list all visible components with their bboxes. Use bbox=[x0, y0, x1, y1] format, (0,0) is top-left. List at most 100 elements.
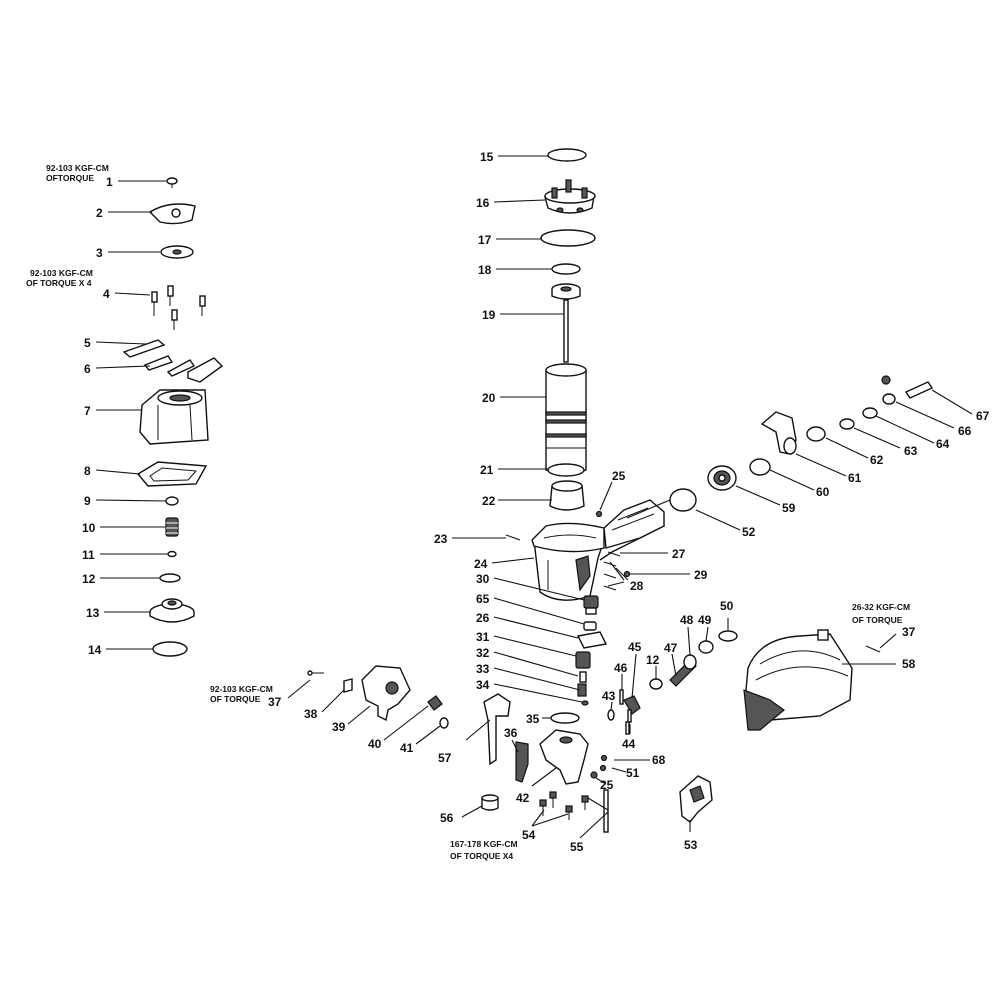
label-part-55: 55 bbox=[570, 840, 584, 854]
part-39-bracket bbox=[361, 665, 411, 722]
label-part-44: 44 bbox=[622, 737, 636, 751]
label-part-67: 67 bbox=[976, 409, 990, 423]
torque-note-2: 92-103 KGF-CM OF TORQUE X 4 bbox=[26, 268, 93, 288]
label-part-50: 50 bbox=[720, 599, 734, 613]
part-62-oring bbox=[806, 426, 826, 442]
torque-note-2-line1: 92-103 KGF-CM bbox=[30, 268, 93, 278]
label-part-47: 47 bbox=[664, 641, 678, 655]
label-part-36: 36 bbox=[504, 726, 518, 740]
part-14-oring-large bbox=[152, 641, 188, 657]
part-6-clips bbox=[143, 355, 224, 383]
label-part-29: 29 bbox=[694, 568, 708, 582]
torque-note-1: 92-103 KGF-CM OFTORQUE bbox=[46, 163, 109, 183]
label-part-65: 65 bbox=[476, 592, 490, 606]
part-35-oring bbox=[550, 712, 580, 724]
part-55-pin bbox=[603, 789, 609, 833]
label-part-59: 59 bbox=[782, 501, 796, 515]
part-15-oring bbox=[547, 148, 587, 162]
label-part-61: 61 bbox=[848, 471, 862, 485]
torque-note-3-line2: OF TORQUE bbox=[210, 694, 261, 704]
part-37-left-pin bbox=[307, 670, 324, 676]
label-part-63: 63 bbox=[904, 444, 918, 458]
torque-note-1-line1: 92-103 KGF-CM bbox=[46, 163, 109, 173]
label-part-37-right: 37 bbox=[902, 625, 916, 639]
part-26-bracket bbox=[576, 631, 608, 649]
label-part-10: 10 bbox=[82, 521, 96, 535]
part-19-piston-driver bbox=[551, 283, 581, 363]
label-part-49: 49 bbox=[698, 613, 712, 627]
part-54-screws bbox=[539, 791, 589, 820]
torque-note-4-line1: 26-32 KGF-CM bbox=[852, 602, 910, 612]
label-part-56: 56 bbox=[440, 811, 454, 825]
part-10-spring bbox=[165, 517, 179, 537]
part-number-labels: 1 2 3 4 5 6 7 8 9 10 11 12 13 14 15 16 1… bbox=[82, 150, 990, 854]
label-part-1: 1 bbox=[106, 175, 113, 189]
label-part-43: 43 bbox=[602, 689, 616, 703]
part-25-top-ball bbox=[595, 510, 603, 518]
part-49-oring bbox=[698, 640, 714, 654]
part-16-bumper bbox=[544, 179, 596, 214]
label-part-9: 9 bbox=[84, 494, 91, 508]
torque-note-5-line2: OF TORQUE X4 bbox=[450, 851, 513, 861]
label-part-52: 52 bbox=[742, 525, 756, 539]
label-part-12-left: 12 bbox=[82, 572, 96, 586]
torque-note-5-line1: 167-178 KGF-CM bbox=[450, 839, 518, 849]
label-part-25-lower: 25 bbox=[600, 778, 614, 792]
label-part-6: 6 bbox=[84, 362, 91, 376]
label-part-57: 57 bbox=[438, 751, 452, 765]
part-42-trigger-housing bbox=[539, 729, 589, 785]
part-9-seal bbox=[165, 496, 179, 506]
label-part-39: 39 bbox=[332, 720, 346, 734]
part-5-clip bbox=[122, 339, 166, 358]
label-part-22: 22 bbox=[482, 494, 496, 508]
label-part-46: 46 bbox=[614, 661, 628, 675]
label-part-60: 60 bbox=[816, 485, 830, 499]
part-52-oring bbox=[669, 488, 697, 512]
label-part-38: 38 bbox=[304, 707, 318, 721]
label-part-68: 68 bbox=[652, 753, 666, 767]
part-38-bushing bbox=[343, 678, 353, 693]
part-27-28-pins bbox=[603, 551, 621, 591]
label-part-66: 66 bbox=[958, 424, 972, 438]
label-part-27: 27 bbox=[672, 547, 686, 561]
part-29-ball bbox=[623, 570, 631, 578]
label-part-35: 35 bbox=[526, 712, 540, 726]
part-66-cap bbox=[881, 375, 896, 405]
label-part-37-left: 37 bbox=[268, 695, 282, 709]
label-part-62: 62 bbox=[870, 453, 884, 467]
part-24-main-housing bbox=[531, 499, 665, 601]
label-part-19: 19 bbox=[482, 308, 496, 322]
label-part-20: 20 bbox=[482, 391, 496, 405]
torque-note-4-line2: OF TORQUE bbox=[852, 615, 903, 625]
label-part-30: 30 bbox=[476, 572, 490, 586]
label-part-34: 34 bbox=[476, 678, 490, 692]
leader-lines bbox=[95, 155, 973, 839]
torque-note-4: 26-32 KGF-CM OF TORQUE bbox=[852, 602, 910, 625]
label-part-23: 23 bbox=[434, 532, 448, 546]
label-part-28: 28 bbox=[630, 579, 644, 593]
label-part-25-top: 25 bbox=[612, 469, 626, 483]
part-68-ball bbox=[600, 754, 608, 762]
part-18-oring bbox=[551, 263, 581, 275]
part-65-valve bbox=[583, 621, 597, 631]
part-48-oring bbox=[683, 654, 697, 670]
part-64-oring bbox=[862, 407, 878, 419]
part-25-lower-ball bbox=[590, 771, 598, 779]
part-21-oring bbox=[547, 463, 585, 477]
label-part-24: 24 bbox=[474, 557, 488, 571]
part-11-oring bbox=[167, 550, 177, 558]
part-4-screws bbox=[151, 285, 206, 330]
part-46-stem bbox=[619, 689, 624, 705]
part-36-trigger bbox=[515, 741, 529, 783]
label-part-40: 40 bbox=[368, 737, 382, 751]
label-part-14: 14 bbox=[88, 643, 102, 657]
part-63-oring bbox=[839, 418, 855, 430]
label-part-26: 26 bbox=[476, 611, 490, 625]
part-56-bushing bbox=[481, 794, 499, 811]
label-part-48: 48 bbox=[680, 613, 694, 627]
part-22-bumper bbox=[549, 480, 585, 511]
part-50-oring bbox=[718, 630, 738, 642]
part-17-oring bbox=[540, 229, 596, 247]
label-part-42: 42 bbox=[516, 791, 530, 805]
part-45-knob bbox=[623, 695, 641, 723]
